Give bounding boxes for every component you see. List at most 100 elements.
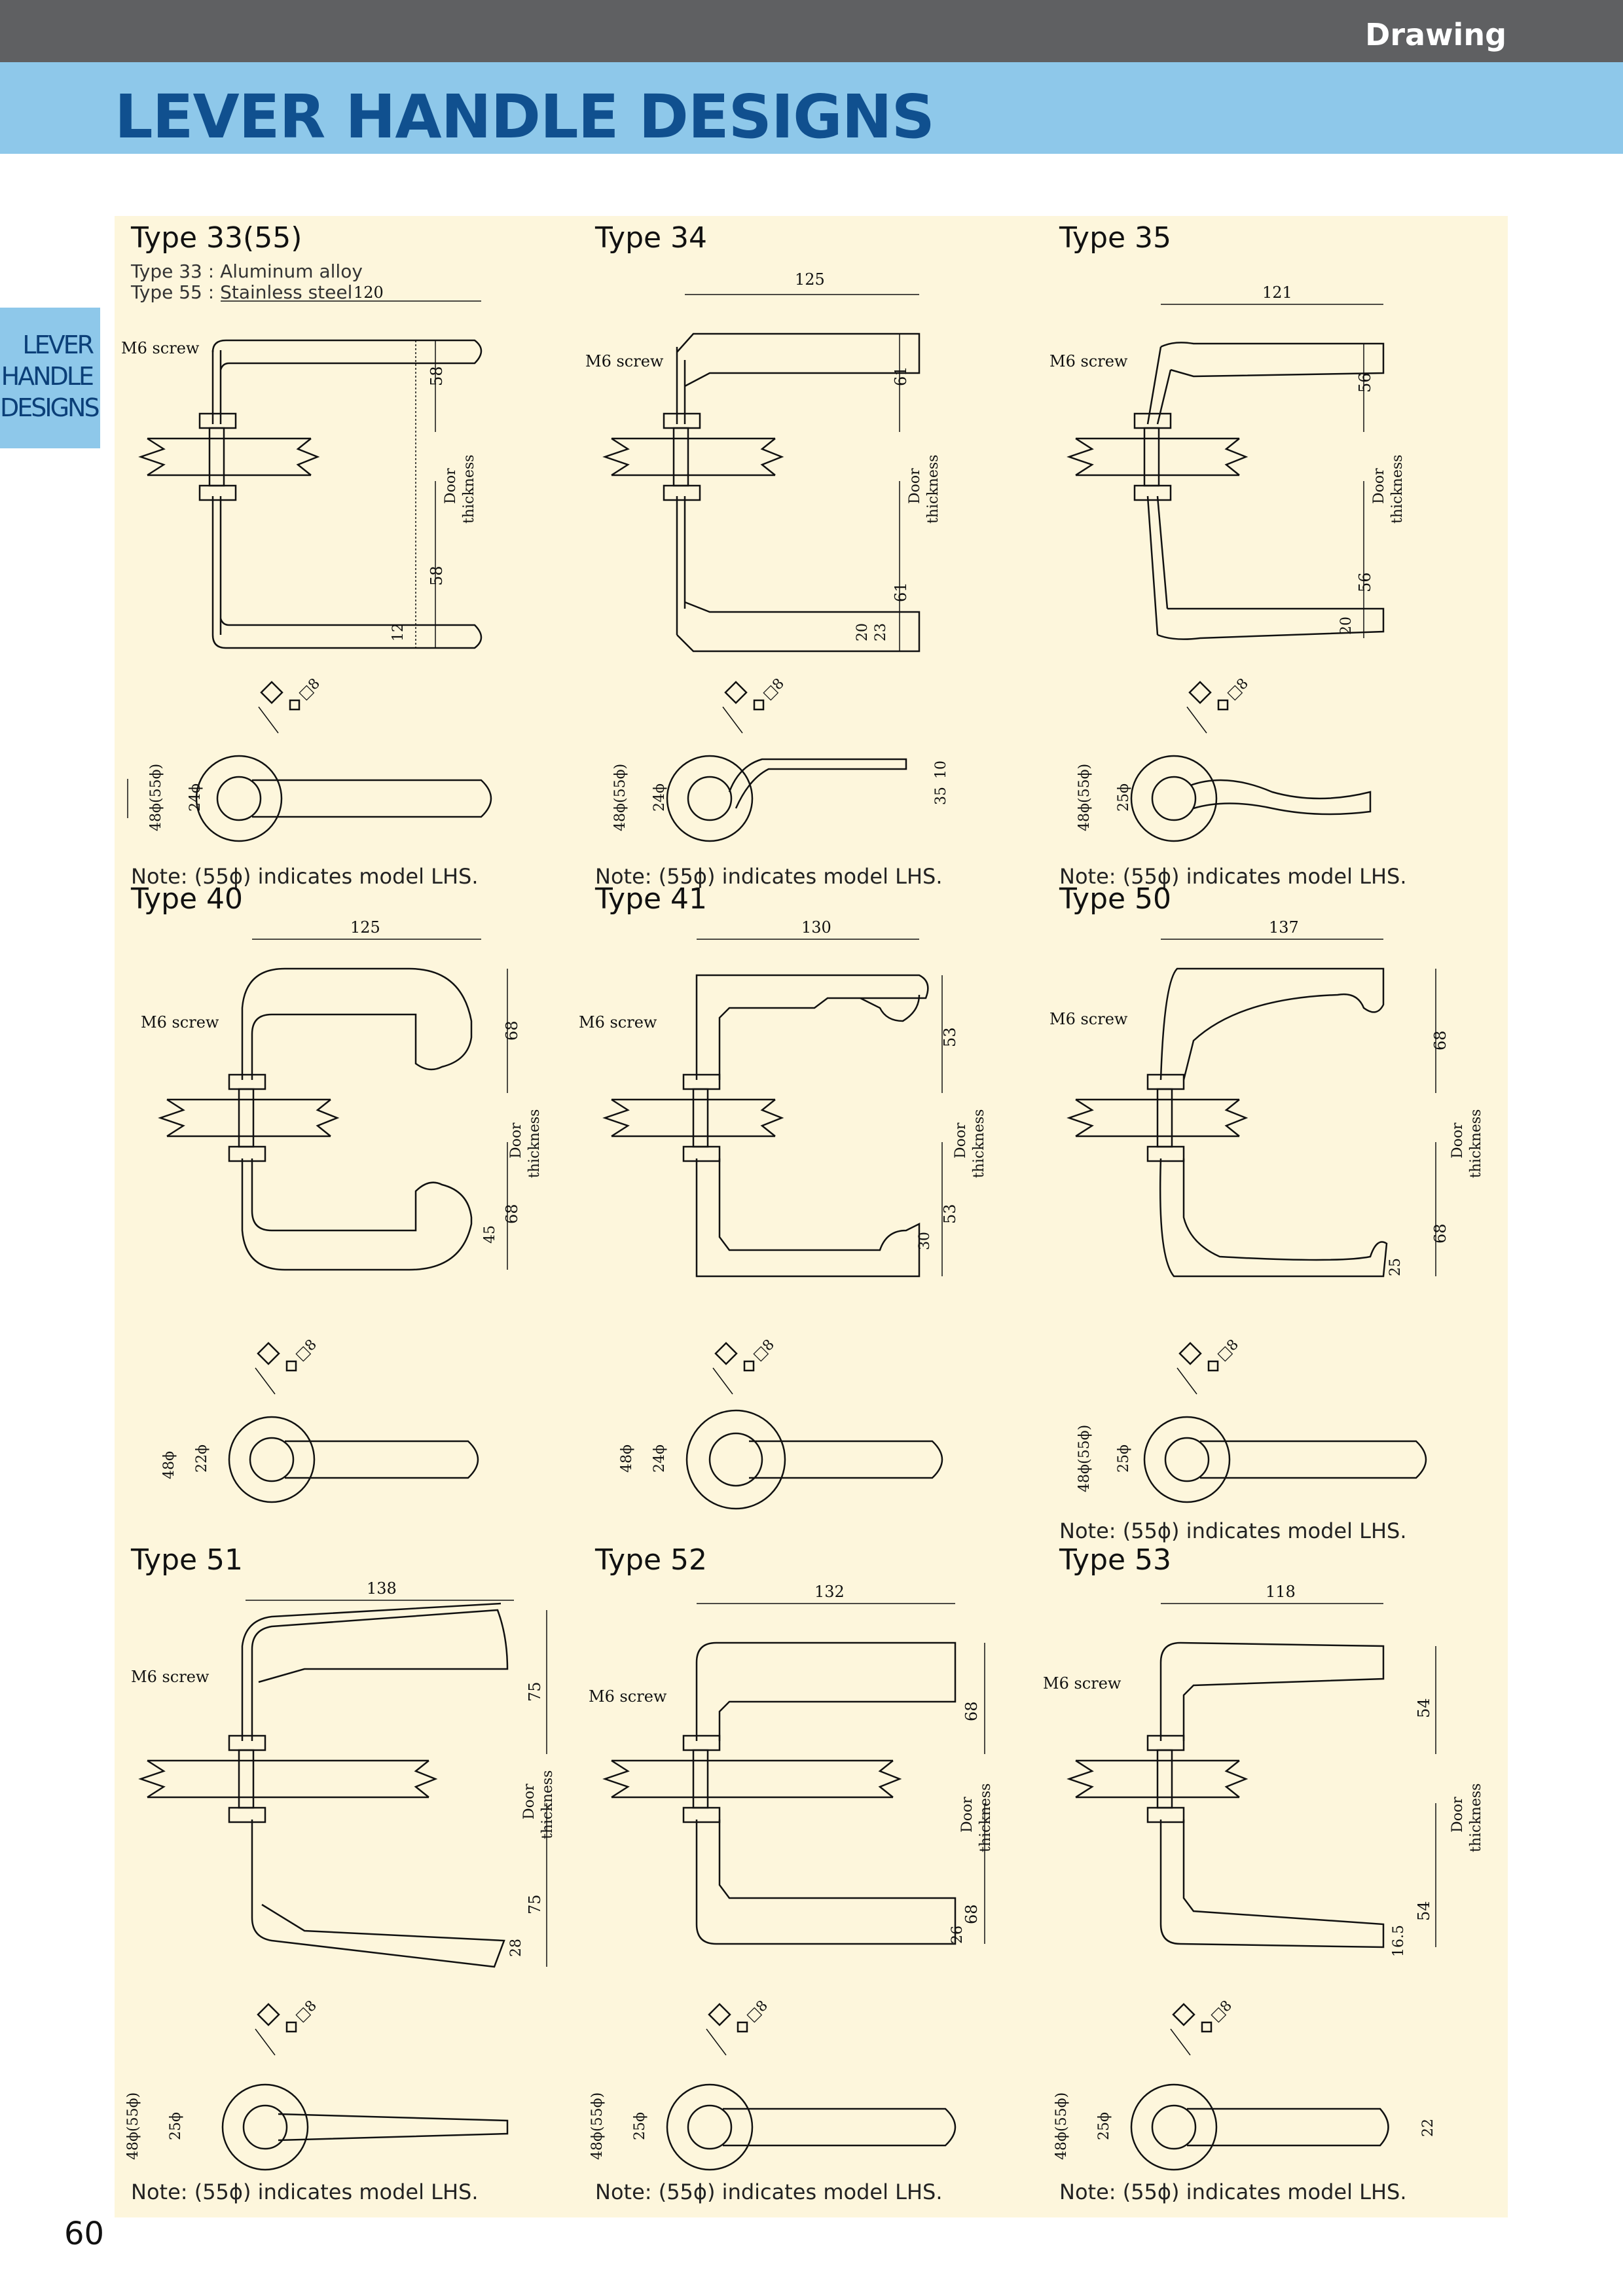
dim-extra: 20 <box>1338 617 1355 635</box>
lever-drawing: 125 61 61 20 23 M6 screw Door thickness … <box>585 270 949 842</box>
side-tab: LEVER HANDLE DESIGNS <box>0 308 100 448</box>
thickness-label: thickness <box>971 1109 987 1178</box>
section-label: Drawing <box>1365 17 1506 52</box>
thickness-label: thickness <box>539 1770 556 1839</box>
dim-lower: 56 <box>1356 572 1374 592</box>
door-label: Door <box>1450 1122 1466 1158</box>
handle-cell: Type 33(55) Type 33 : Aluminum alloy Typ… <box>115 216 579 889</box>
thickness-label: thickness <box>1468 1109 1484 1178</box>
dim-upper: 75 <box>526 1681 544 1702</box>
note: Note: (55ϕ) indicates model LHS. <box>1059 864 1407 889</box>
handle-cell: Type 51 <box>115 1538 579 2204</box>
neck-diameter: 25ϕ <box>632 2112 648 2140</box>
square-size: □8 <box>1208 1998 1235 2025</box>
dim-length: 120 <box>354 283 384 302</box>
rose-diameter: 48ϕ(55ϕ) <box>148 764 164 831</box>
dim-extra: 12 <box>390 623 407 641</box>
thickness-label: thickness <box>1468 1784 1484 1852</box>
dim-length: 130 <box>801 918 831 937</box>
type-title: Type 40 <box>131 882 244 916</box>
rose-diameter: 48ϕ(55ϕ) <box>1053 2092 1070 2160</box>
dim-length: 121 <box>1262 283 1292 302</box>
lever-drawing: 120 58 58 12 M6 screw Door thickness □8 … <box>121 283 492 842</box>
square-size: □8 <box>1224 675 1252 703</box>
lever-drawing: 132 68 68 26 M6 screw Door thickness □8 … <box>589 1583 994 2171</box>
side-tab-line: LEVER <box>22 331 94 359</box>
dim-upper: 68 <box>503 1020 521 1041</box>
neck-diameter: 24ϕ <box>187 783 204 812</box>
square-size: □8 <box>750 1336 778 1364</box>
dim-lower: 53 <box>941 1204 959 1224</box>
dim-extra: 26 <box>949 1926 966 1944</box>
type-title: Type 41 <box>595 882 708 916</box>
thickness-label: thickness <box>925 455 941 524</box>
neck-diameter: 25ϕ <box>1116 1444 1132 1473</box>
square-size: □8 <box>293 1336 320 1364</box>
lever-drawing: 118 54 54 16.5 M6 screw Door thickness □… <box>1043 1583 1484 2171</box>
square-size: □8 <box>1214 1336 1242 1364</box>
square-size: □8 <box>293 1998 320 2025</box>
lever-drawing: 125 68 68 45 M6 screw Door thickness □8 … <box>141 918 543 1503</box>
page-title: LEVER HANDLE DESIGNS <box>115 82 935 152</box>
dim-upper: 56 <box>1356 372 1374 393</box>
lever-drawing: 137 68 68 25 M6 screw Door thickness □8 … <box>1049 918 1484 1503</box>
dim-lower: 68 <box>1431 1223 1450 1244</box>
dim-length: 125 <box>350 918 380 937</box>
handle-cell: Type 35 <box>1043 216 1507 889</box>
thickness-label: thickness <box>977 1784 994 1852</box>
neck-diameter: 22ϕ <box>194 1444 210 1473</box>
note: Note: (55ϕ) indicates model LHS. <box>131 2179 479 2204</box>
door-label: Door <box>1450 1797 1466 1833</box>
dim-extra: 23 <box>873 623 889 641</box>
rose-diameter: 48ϕ(55ϕ) <box>1076 1425 1093 1492</box>
drawing-panel: Type 33(55) Type 33 : Aluminum alloy Typ… <box>115 216 1508 2217</box>
dim-extra: 20 <box>854 623 871 641</box>
neck-diameter: 25ϕ <box>168 2112 184 2140</box>
type-title: Type 51 <box>131 1543 244 1577</box>
screw-label: M6 screw <box>579 1013 657 1031</box>
dim-upper: 53 <box>941 1027 959 1047</box>
dim-extra: 25 <box>1387 1258 1404 1276</box>
handle-cell: Type 34 <box>579 216 1043 889</box>
screw-label: M6 screw <box>585 352 664 370</box>
dim-lower: 75 <box>526 1894 544 1914</box>
top-bar <box>0 0 1623 62</box>
handle-cell: Type 52 <box>579 1538 1043 2204</box>
material-line: Type 55 : Stainless steel <box>131 281 353 303</box>
dim-length: 132 <box>814 1583 845 1601</box>
note: Note: (55ϕ) indicates model LHS. <box>595 2179 943 2204</box>
type-title: Type 34 <box>595 221 708 255</box>
rose-diameter: 48ϕ(55ϕ) <box>125 2092 141 2160</box>
screw-label: M6 screw <box>589 1687 667 1706</box>
dim-lower: 61 <box>892 582 910 602</box>
dim-lower: 58 <box>428 565 446 586</box>
door-label: Door <box>521 1784 538 1820</box>
screw-label: M6 screw <box>1043 1674 1122 1693</box>
screw-label: M6 screw <box>1049 1010 1128 1028</box>
type-title: Type 53 <box>1059 1543 1172 1577</box>
screw-label: M6 screw <box>1049 352 1128 370</box>
page-number: 60 <box>64 2215 105 2252</box>
neck-diameter: 25ϕ <box>1096 2112 1112 2140</box>
dim-lower: 68 <box>962 1904 981 1924</box>
dim-upper: 61 <box>892 366 910 386</box>
screw-label: M6 screw <box>121 339 200 357</box>
side-dim: 35 <box>933 787 949 805</box>
rose-diameter: 48ϕ(55ϕ) <box>589 2092 606 2160</box>
door-label: Door <box>1371 468 1387 504</box>
door-label: Door <box>959 1797 976 1833</box>
thickness-label: thickness <box>526 1109 543 1178</box>
title-bar <box>0 62 1623 154</box>
door-label: Door <box>508 1122 524 1158</box>
screw-label: M6 screw <box>141 1013 219 1031</box>
dim-lower: 68 <box>503 1204 521 1224</box>
dim-upper: 68 <box>1431 1030 1450 1050</box>
type-title: Type 50 <box>1059 882 1172 916</box>
dim-extra: 30 <box>917 1232 933 1250</box>
square-size: □8 <box>760 675 788 703</box>
lever-drawing: 138 75 75 28 M6 screw Door thickness □8 … <box>125 1579 556 2171</box>
neck-diameter: 25ϕ <box>1116 783 1132 812</box>
neck-diameter: 24ϕ <box>651 783 668 812</box>
note: Note: (55ϕ) indicates model LHS. <box>595 864 943 889</box>
door-label: Door <box>443 468 459 504</box>
